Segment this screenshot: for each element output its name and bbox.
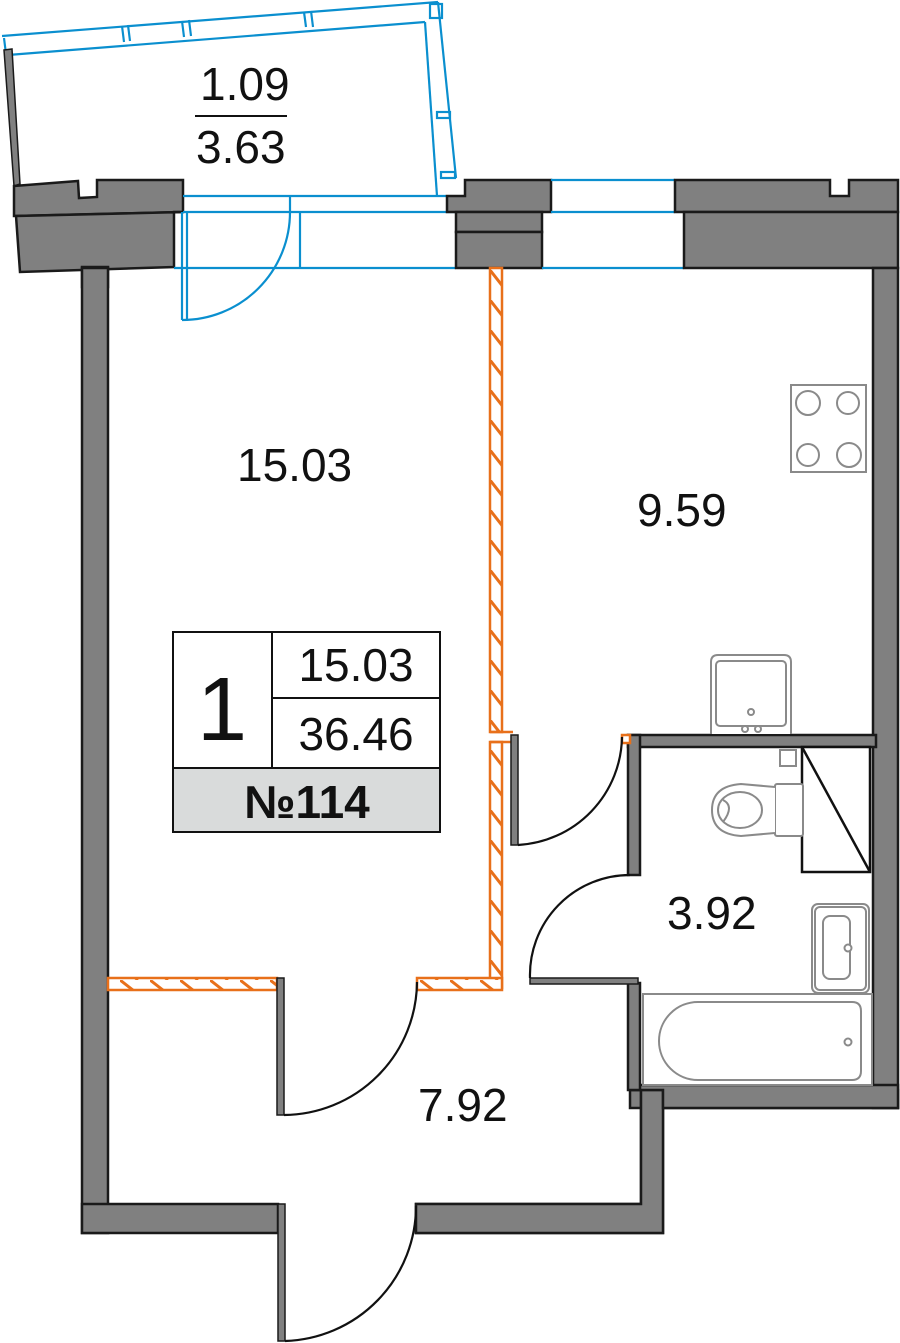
door-bathroom — [528, 873, 631, 979]
room-area-living: 15.03 — [237, 439, 352, 491]
toilet-icon — [710, 782, 804, 838]
balcony-area-full: 3.63 — [196, 121, 286, 173]
living-area-value: 15.03 — [298, 639, 413, 691]
valve-icon — [779, 749, 797, 767]
door-kitchen — [510, 734, 624, 847]
apartment-number: №114 — [244, 776, 370, 828]
window-kitchen — [542, 178, 684, 270]
wall-pier-middle — [445, 178, 553, 270]
balcony-area-reduced: 1.09 — [200, 58, 290, 110]
room-area-bathroom: 3.92 — [667, 887, 757, 939]
bathtub-icon — [642, 993, 873, 1086]
kitchen-sink-icon — [710, 654, 792, 734]
stove-icon — [790, 384, 867, 473]
washbasin-icon — [811, 903, 870, 994]
door-living — [276, 977, 419, 1117]
balcony-door-swing — [181, 211, 292, 322]
rooms-count: 1 — [197, 660, 247, 760]
shaft-icon — [800, 745, 872, 874]
total-area-value: 36.46 — [298, 708, 413, 760]
room-area-kitchen: 9.59 — [637, 484, 727, 536]
partition-living-kitchen — [488, 266, 632, 990]
wall-bottom — [80, 1083, 900, 1235]
wall-left — [80, 266, 110, 1235]
room-area-hallway: 7.92 — [418, 1079, 508, 1131]
apartment-info-card: 1 15.03 36.46 №114 — [172, 631, 441, 833]
balcony-side-wall — [3, 48, 21, 188]
wall-right — [871, 266, 900, 1110]
partition-living-hall — [106, 976, 504, 992]
window-left — [174, 194, 456, 322]
wall-top-right — [673, 178, 900, 270]
balcony-glazing — [1, 0, 466, 197]
door-entrance — [277, 1203, 418, 1343]
